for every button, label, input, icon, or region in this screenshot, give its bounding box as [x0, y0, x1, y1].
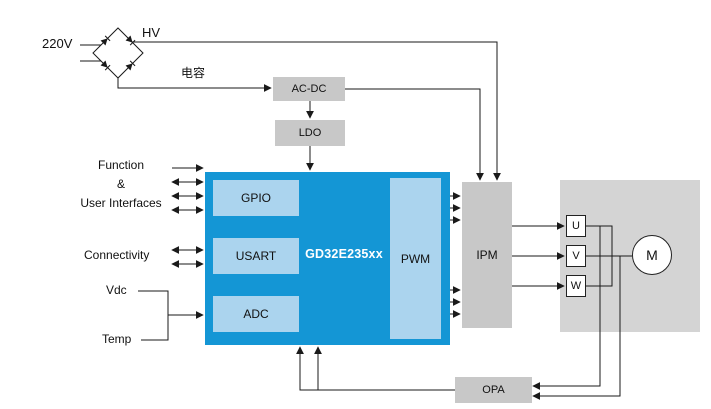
adc-block: ADC — [213, 296, 299, 332]
acdc-block: AC-DC — [273, 77, 345, 101]
gpio-block: GPIO — [213, 180, 299, 216]
pwm-block: PWM — [390, 178, 441, 339]
label-220v: 220V — [42, 36, 73, 51]
motor-housing: U V W M — [560, 180, 700, 332]
mcu-part-number: GD32E235xx — [305, 247, 383, 261]
usart-block: USART — [213, 238, 299, 274]
ldo-block: LDO — [275, 120, 345, 146]
phase-v-box: V — [566, 245, 586, 267]
bridge-rectifier-icon — [92, 27, 144, 79]
label-function-line3: User Interfaces — [80, 196, 162, 210]
motor-symbol: M — [632, 235, 672, 275]
ipm-block: IPM — [462, 182, 512, 328]
label-temp: Temp — [102, 332, 132, 346]
opa-block: OPA — [455, 377, 532, 403]
label-hv: HV — [142, 25, 161, 40]
phase-w-box: W — [566, 275, 586, 297]
label-capacitor: 电容 — [181, 66, 206, 80]
phase-u-box: U — [566, 215, 586, 237]
label-function-line1: Function — [97, 158, 145, 172]
mcu-block: GPIO USART ADC PWM GD32E235xx — [205, 172, 450, 345]
label-function-line2: & — [116, 177, 125, 191]
label-vdc: Vdc — [106, 283, 127, 297]
label-function-user-interfaces: Function & User Interfaces — [68, 156, 174, 213]
label-connectivity: Connectivity — [84, 248, 150, 262]
